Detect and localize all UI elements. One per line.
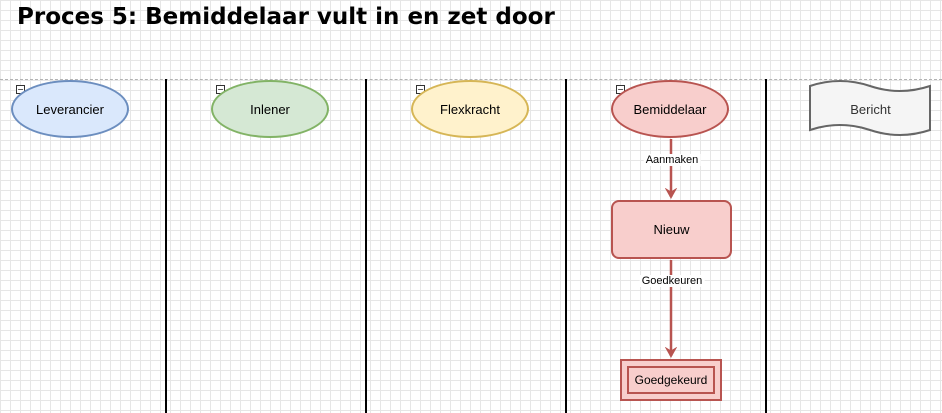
state-goedgekeurd[interactable]: Goedgekeurd	[620, 359, 722, 401]
page-title: Proces 5: Bemiddelaar vult in en zet doo…	[17, 4, 555, 30]
bericht-shape	[809, 80, 931, 136]
state-label: Goedgekeurd	[634, 373, 708, 387]
lane-divider	[765, 79, 767, 413]
bericht-label: Bericht	[850, 101, 891, 117]
lane-divider	[365, 79, 367, 413]
lane-inlener[interactable]: Inlener	[211, 80, 329, 138]
state-final-inner: Goedgekeurd	[627, 366, 715, 394]
lane-divider	[565, 79, 567, 413]
lane-flexkracht[interactable]: Flexkracht	[411, 80, 529, 138]
lane-divider	[165, 79, 167, 413]
lane-leverancier[interactable]: Leverancier	[11, 80, 129, 138]
transition-goedkeuren: Goedkeuren	[639, 275, 705, 287]
lane-bemiddelaar[interactable]: Bemiddelaar	[611, 80, 729, 138]
transition-aanmaken: Aanmaken	[643, 154, 701, 166]
lane-label: Flexkracht	[440, 101, 500, 117]
lane-label: Leverancier	[36, 101, 104, 117]
state-nieuw[interactable]: Nieuw	[611, 200, 732, 259]
lane-label: Inlener	[250, 101, 290, 117]
state-label: Nieuw	[653, 222, 690, 237]
lane-label: Bemiddelaar	[633, 101, 707, 117]
